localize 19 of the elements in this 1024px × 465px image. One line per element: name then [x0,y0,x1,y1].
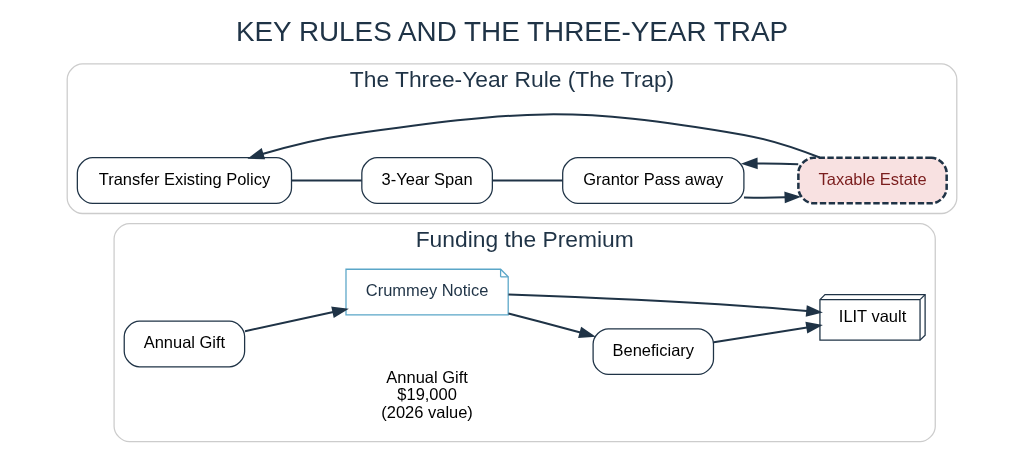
node-label: (2026 value) [381,403,473,422]
node-box: Grantor Pass away [562,157,745,204]
arrow [508,312,596,338]
node-box: Transfer Existing Policy [76,157,293,204]
arrow [743,191,802,204]
node-box: Beneficiary [592,328,715,376]
connector [291,179,362,182]
arrow [244,306,349,333]
node-box: 3-Year Span [361,157,493,204]
arrow [508,293,823,317]
node-box: Taxable Estate [797,156,948,205]
node-box: Annual Gift [123,320,246,368]
diagram-title: KEY RULES AND THE THREE-YEAR TRAP [235,15,789,47]
node-label: Annual Gift [386,367,468,386]
node-label: $19,000 [397,385,457,404]
connector [492,179,563,182]
arrow [740,157,799,170]
arrow [713,321,823,344]
arrow [247,113,821,160]
